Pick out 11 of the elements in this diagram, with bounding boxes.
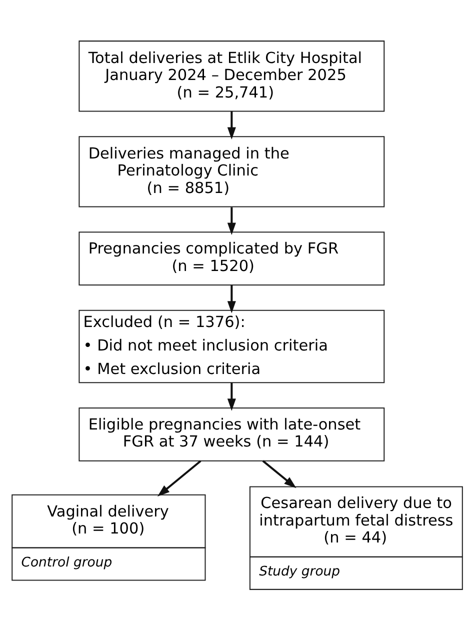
arrow <box>262 460 296 488</box>
arrow <box>227 285 236 314</box>
node-box: Total deliveries at Etlik City Hospital January 2024 – December 2025 (n = 25,741) <box>78 40 385 112</box>
arrow <box>227 111 236 140</box>
arrow <box>227 382 236 411</box>
arrow <box>157 460 202 496</box>
node-box: Deliveries managed in the Perinatology Clinic (n = 8851) <box>78 136 385 208</box>
node-box: Excluded (n = 1376): • Did not meet inclusion criteria • Met exclusion criteria <box>78 310 385 384</box>
arrow <box>227 207 236 236</box>
node-box: Eligible pregnancies with late-onset FGR at 37 weeks (n = 144) <box>78 408 385 462</box>
node-box: Pregnancies complicated by FGR (n = 1520) <box>78 232 385 286</box>
